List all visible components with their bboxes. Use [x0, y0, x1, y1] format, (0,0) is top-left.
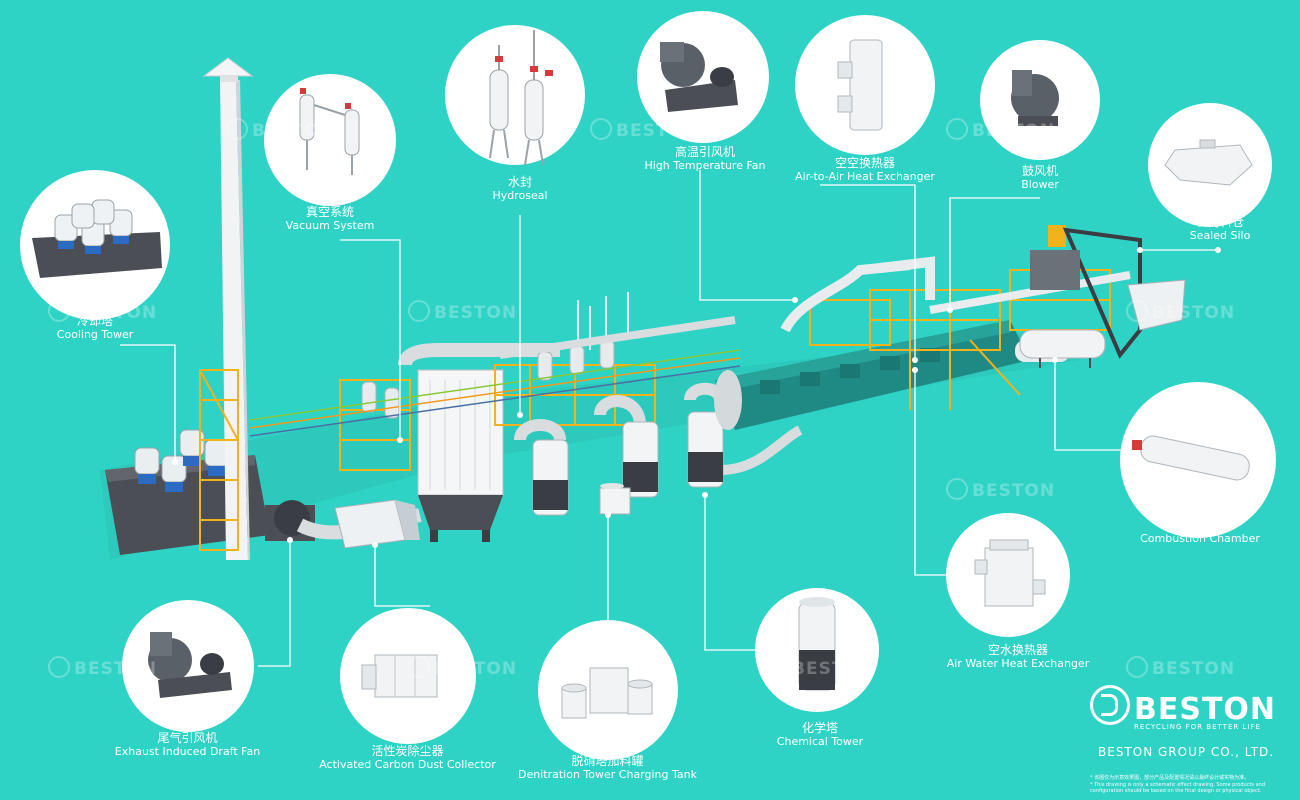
watermark: BESTON	[766, 656, 875, 679]
sealed-silo-icon	[1164, 139, 1253, 186]
cooling-tower-icon	[32, 199, 162, 278]
denitration-tank-icon	[561, 667, 653, 719]
hydroseal-icon	[489, 30, 553, 166]
disclaimer-note: * 该图仅为示意效果图，部分产品及配置情况请以最终设计或实物为准。 * This…	[1090, 775, 1266, 794]
dust-collector-icon	[361, 654, 438, 698]
baghouse	[398, 343, 560, 542]
air-water-heat-exchanger-icon	[974, 539, 1046, 607]
watermark: BESTON	[1126, 656, 1235, 679]
brand-block: BESTON RECYCLING FOR BETTER LIFE BESTON …	[1090, 685, 1290, 795]
watermark: BESTON	[48, 656, 157, 679]
high-temperature-fan-icon	[660, 42, 738, 112]
vacuum-system-icon	[299, 88, 360, 175]
blower-icon	[1011, 70, 1059, 126]
watermark: BESTON	[408, 656, 517, 679]
watermark: BESTON	[1126, 300, 1235, 323]
company-name: BESTON GROUP CO., LTD.	[1098, 745, 1275, 759]
watermark: BESTON	[590, 118, 699, 141]
watermark: BESTON	[408, 300, 517, 323]
chemical-towers	[532, 411, 724, 516]
watermark: BESTON	[946, 118, 1055, 141]
brand-logo: BESTON	[1090, 685, 1290, 727]
chemical-tower-icon	[798, 597, 836, 691]
watermark: BESTON	[48, 300, 157, 323]
circle-vacuum-system	[264, 74, 396, 206]
dust-collector-unit	[334, 499, 420, 549]
brand-tagline: RECYCLING FOR BETTER LIFE	[1134, 723, 1261, 731]
air-to-air-heat-exchanger-icon	[837, 39, 883, 131]
reactor	[714, 320, 1070, 430]
combustion-chamber-icon	[1132, 435, 1250, 481]
exhaust-fan-icon	[148, 632, 232, 698]
circle-hydroseal	[445, 25, 585, 165]
feeding-system	[1030, 225, 1186, 359]
beston-logo-icon	[1090, 685, 1130, 725]
watermark: BESTON	[226, 118, 335, 141]
watermark: BESTON	[946, 478, 1055, 501]
